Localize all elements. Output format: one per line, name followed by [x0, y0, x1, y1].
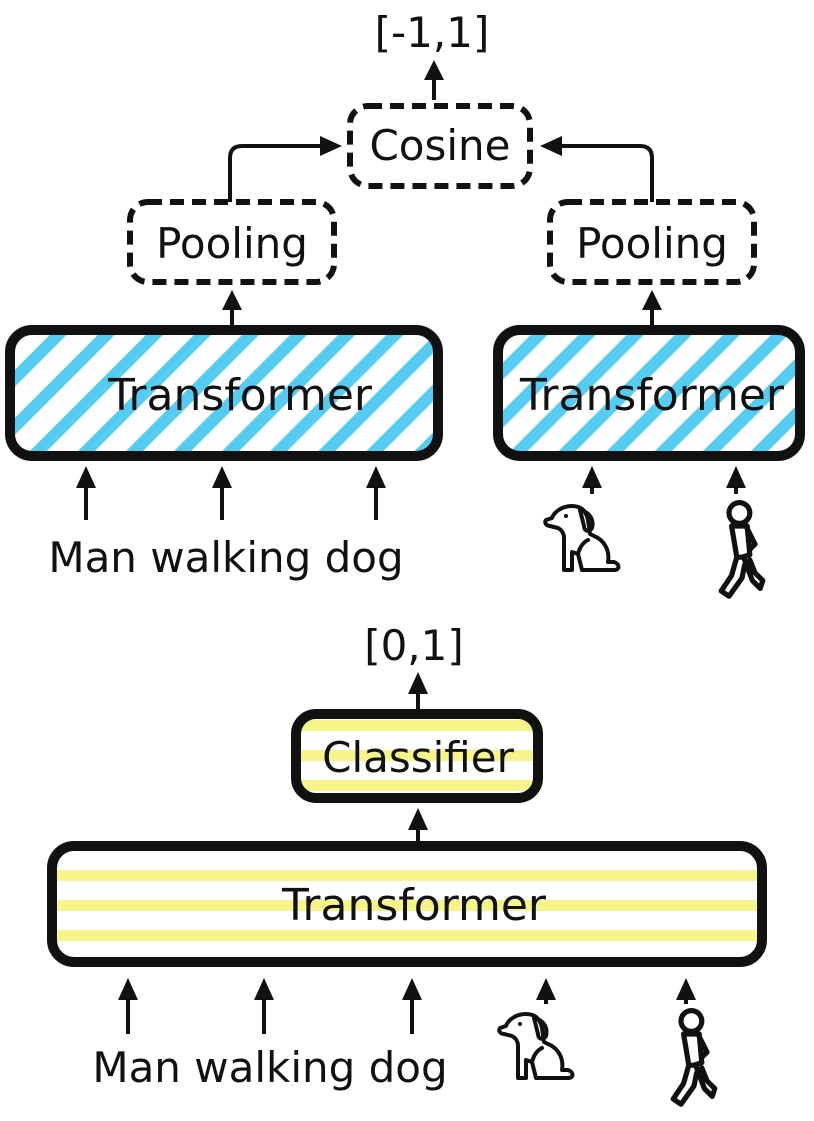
pooling-left-label: Pooling: [156, 219, 308, 268]
dual-text-input: Man walking dog: [48, 533, 403, 582]
cosine-label: Cosine: [369, 121, 510, 170]
input-arrows-left: [76, 466, 386, 520]
pooling-right-box: [547, 199, 757, 285]
classifier-box: [291, 709, 543, 803]
transformer-left-label: Transformer: [107, 370, 373, 421]
arrow-transformer-to-classifier: [408, 808, 428, 842]
arrow-pooling-left-to-cosine: [228, 136, 342, 202]
cosine-box: [347, 103, 533, 189]
arrow-transformer-right-to-pooling: [642, 290, 662, 326]
cross-text-input: Man walking dog: [92, 1043, 447, 1092]
cross-transformer-label: Transformer: [281, 880, 547, 931]
dog-icon: [543, 504, 621, 572]
arrow-pooling-right-to-cosine: [540, 136, 654, 202]
transformer-right-box: [493, 325, 805, 461]
input-arrows-right: [582, 466, 746, 494]
arrow-transformer-left-to-pooling: [222, 290, 242, 326]
transformer-right-label: Transformer: [519, 370, 785, 421]
cross-transformer-box: [47, 841, 767, 967]
pooling-left-box: [127, 199, 337, 285]
dual-encoder-output-range: [-1,1]: [375, 8, 490, 57]
cross-dog-icon: [497, 1012, 575, 1080]
cross-walking-person-icon: [673, 1011, 715, 1105]
cross-input-arrows: [118, 978, 696, 1034]
transformer-left-box: [5, 325, 443, 461]
pooling-right-label: Pooling: [576, 219, 728, 268]
cross-encoder-output-range: [0,1]: [364, 621, 464, 670]
arrow-classifier-to-output: [408, 672, 428, 710]
classifier-label: Classifier: [322, 733, 514, 782]
arrow-cosine-to-output: [424, 60, 444, 100]
walking-person-icon: [721, 503, 763, 597]
